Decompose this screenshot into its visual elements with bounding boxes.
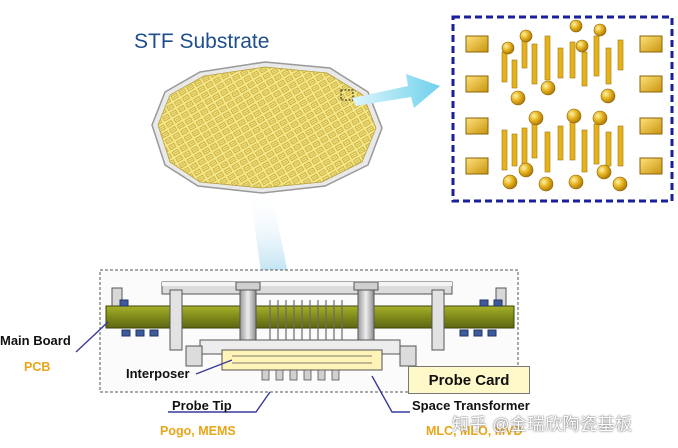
label-main-board-sub: PCB xyxy=(24,360,51,374)
watermark: 知乎 @金瑞欣陶瓷基板 xyxy=(452,415,633,434)
diagram-title: STF Substrate xyxy=(134,30,270,53)
label-interposer: Interposer xyxy=(126,366,190,381)
label-main-board: Main Board xyxy=(0,333,71,348)
probe-card-assembly xyxy=(105,281,515,381)
label-space-transformer: Space Transformer xyxy=(412,398,530,413)
leader-lines xyxy=(75,321,410,413)
stf-detail-view xyxy=(451,15,674,203)
space-transformer xyxy=(221,349,383,371)
stf-substrate-wafer xyxy=(151,61,383,194)
label-space-transformer-sub: MLC, MLO, MVD xyxy=(426,424,523,438)
zoom-arrow xyxy=(352,74,440,108)
label-probe-card: Probe Card xyxy=(408,366,530,394)
label-probe-tip-sub: Pogo, MEMS xyxy=(160,424,236,438)
label-probe-tip: Probe Tip xyxy=(172,398,232,413)
